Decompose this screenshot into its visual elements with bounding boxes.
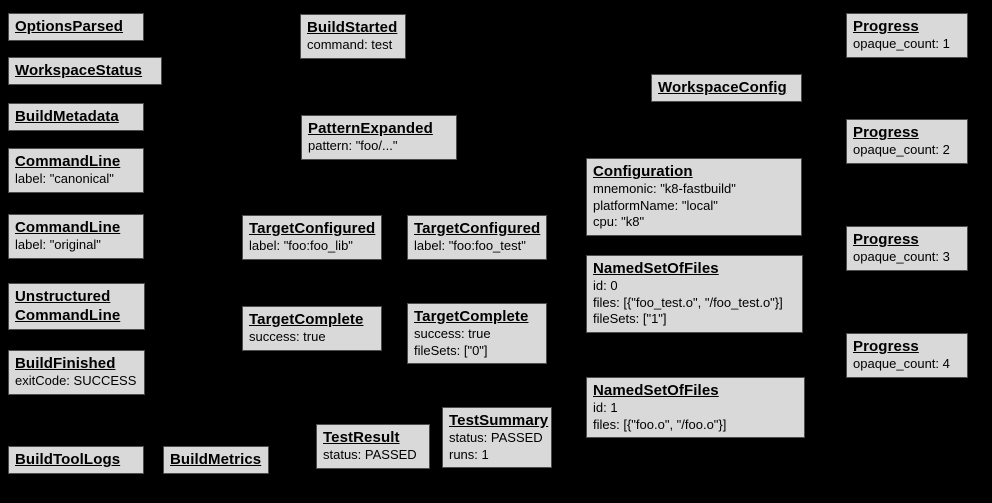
node-title: Progress [853,338,919,355]
node-unstructured-command-line: Unstructured CommandLine [8,283,145,330]
node-field: pattern: "foo/..." [308,138,398,153]
node-field: label: "foo:foo_lib" [249,238,353,253]
node-title: WorkspaceStatus [15,62,143,79]
node-field: label: "canonical" [15,171,114,186]
node-title: TestResult [323,429,400,446]
node-field: status: PASSED [449,430,543,445]
node-field: runs: 1 [449,446,489,462]
node-title: Configuration [593,163,693,180]
node-title: TargetConfigured [414,220,541,237]
node-title: BuildStarted [307,19,398,36]
node-field: opaque_count: 1 [853,36,950,51]
node-field: id: 0 [593,278,618,293]
node-title: NamedSetOfFiles [593,260,719,277]
node-title: TestSummary [449,412,549,429]
node-title: WorkspaceConfig [658,79,787,96]
node-title: BuildToolLogs [15,451,121,468]
node-field: success: true [414,326,491,341]
node-field: cpu: "k8" [593,214,645,229]
node-field: status: PASSED [323,447,417,462]
node-field: opaque_count: 4 [853,356,950,371]
node-build-metrics: BuildMetrics [163,446,269,474]
node-field: label: "original" [15,237,101,252]
node-workspace-status: WorkspaceStatus [8,57,162,85]
node-field: fileSets: ["1"] [593,311,667,326]
node-title: TargetComplete [249,311,364,328]
node-title: TargetConfigured [249,220,376,237]
node-field: platformName: "local" [593,197,718,213]
node-workspace-config: WorkspaceConfig [651,74,802,102]
node-title: BuildFinished [15,355,116,372]
node-title: Unstructured CommandLine [15,288,121,324]
node-field: success: true [249,329,326,344]
node-title: NamedSetOfFiles [593,382,719,399]
node-options-parsed: OptionsParsed [8,13,144,41]
node-field: label: "foo:foo_test" [414,238,526,253]
node-field: command: test [307,37,393,52]
node-title: Progress [853,231,919,248]
node-field: opaque_count: 2 [853,142,950,157]
node-title: BuildMetadata [15,108,119,125]
node-field: files: [{"foo_test.o", "/foo_test.o"}] [593,294,783,310]
node-field: fileSets: ["0"] [414,342,488,358]
node-build-tool-logs: BuildToolLogs [8,446,144,474]
node-title: PatternExpanded [308,120,433,137]
node-title: BuildMetrics [170,451,262,468]
node-field: mnemonic: "k8-fastbuild" [593,181,736,196]
node-field: files: [{"foo.o", "/foo.o"}] [593,416,727,432]
node-title: TargetComplete [414,308,529,325]
node-title: Progress [853,18,919,35]
node-field: exitCode: SUCCESS [15,373,137,388]
node-title: CommandLine [15,219,121,236]
node-title: OptionsParsed [15,18,123,35]
node-title: Progress [853,124,919,141]
node-build-metadata: BuildMetadata [8,103,144,131]
node-field: opaque_count: 3 [853,249,950,264]
node-title: CommandLine [15,153,121,170]
node-field: id: 1 [593,400,618,415]
